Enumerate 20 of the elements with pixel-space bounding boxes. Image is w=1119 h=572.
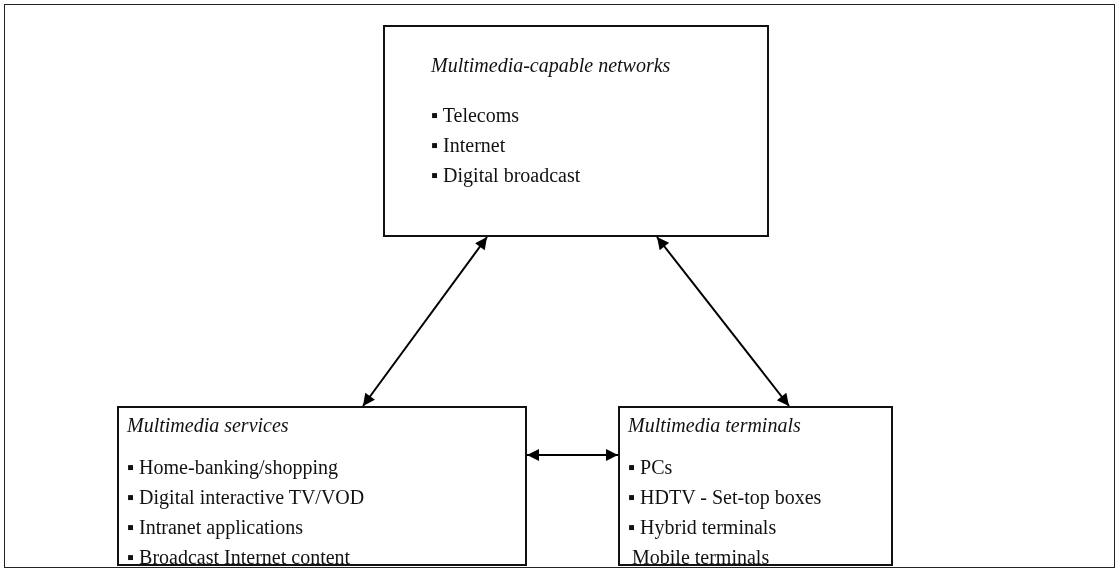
text-box bbox=[383, 25, 769, 237]
list-item: ▪ Digital interactive TV/VOD bbox=[127, 486, 365, 508]
list-item: ▪ Home-banking/shopping bbox=[127, 456, 338, 478]
list-item: ▪ Internet bbox=[431, 134, 506, 156]
box-heading: Multimedia services bbox=[127, 414, 289, 436]
list-item: ▪ Intranet applications bbox=[127, 516, 303, 538]
box-heading: Multimedia terminals bbox=[628, 414, 801, 436]
text-box bbox=[618, 406, 893, 566]
list-item: ▪ Digital broadcast bbox=[431, 164, 581, 186]
double-arrow bbox=[362, 236, 488, 407]
list-item: ▪ HDTV - Set-top boxes bbox=[628, 486, 822, 508]
double-arrow bbox=[526, 449, 619, 461]
text-box bbox=[117, 406, 527, 566]
list-item: ▪ Broadcast Internet content bbox=[127, 546, 351, 568]
double-arrow bbox=[656, 236, 790, 407]
list-item: ▪ Hybrid terminals bbox=[628, 516, 777, 538]
list-item: Mobile terminals bbox=[632, 546, 770, 568]
box-heading: Multimedia-capable networks bbox=[431, 54, 671, 76]
list-item: ▪ PCs bbox=[628, 456, 673, 478]
list-item: ▪ Telecoms bbox=[431, 104, 520, 126]
